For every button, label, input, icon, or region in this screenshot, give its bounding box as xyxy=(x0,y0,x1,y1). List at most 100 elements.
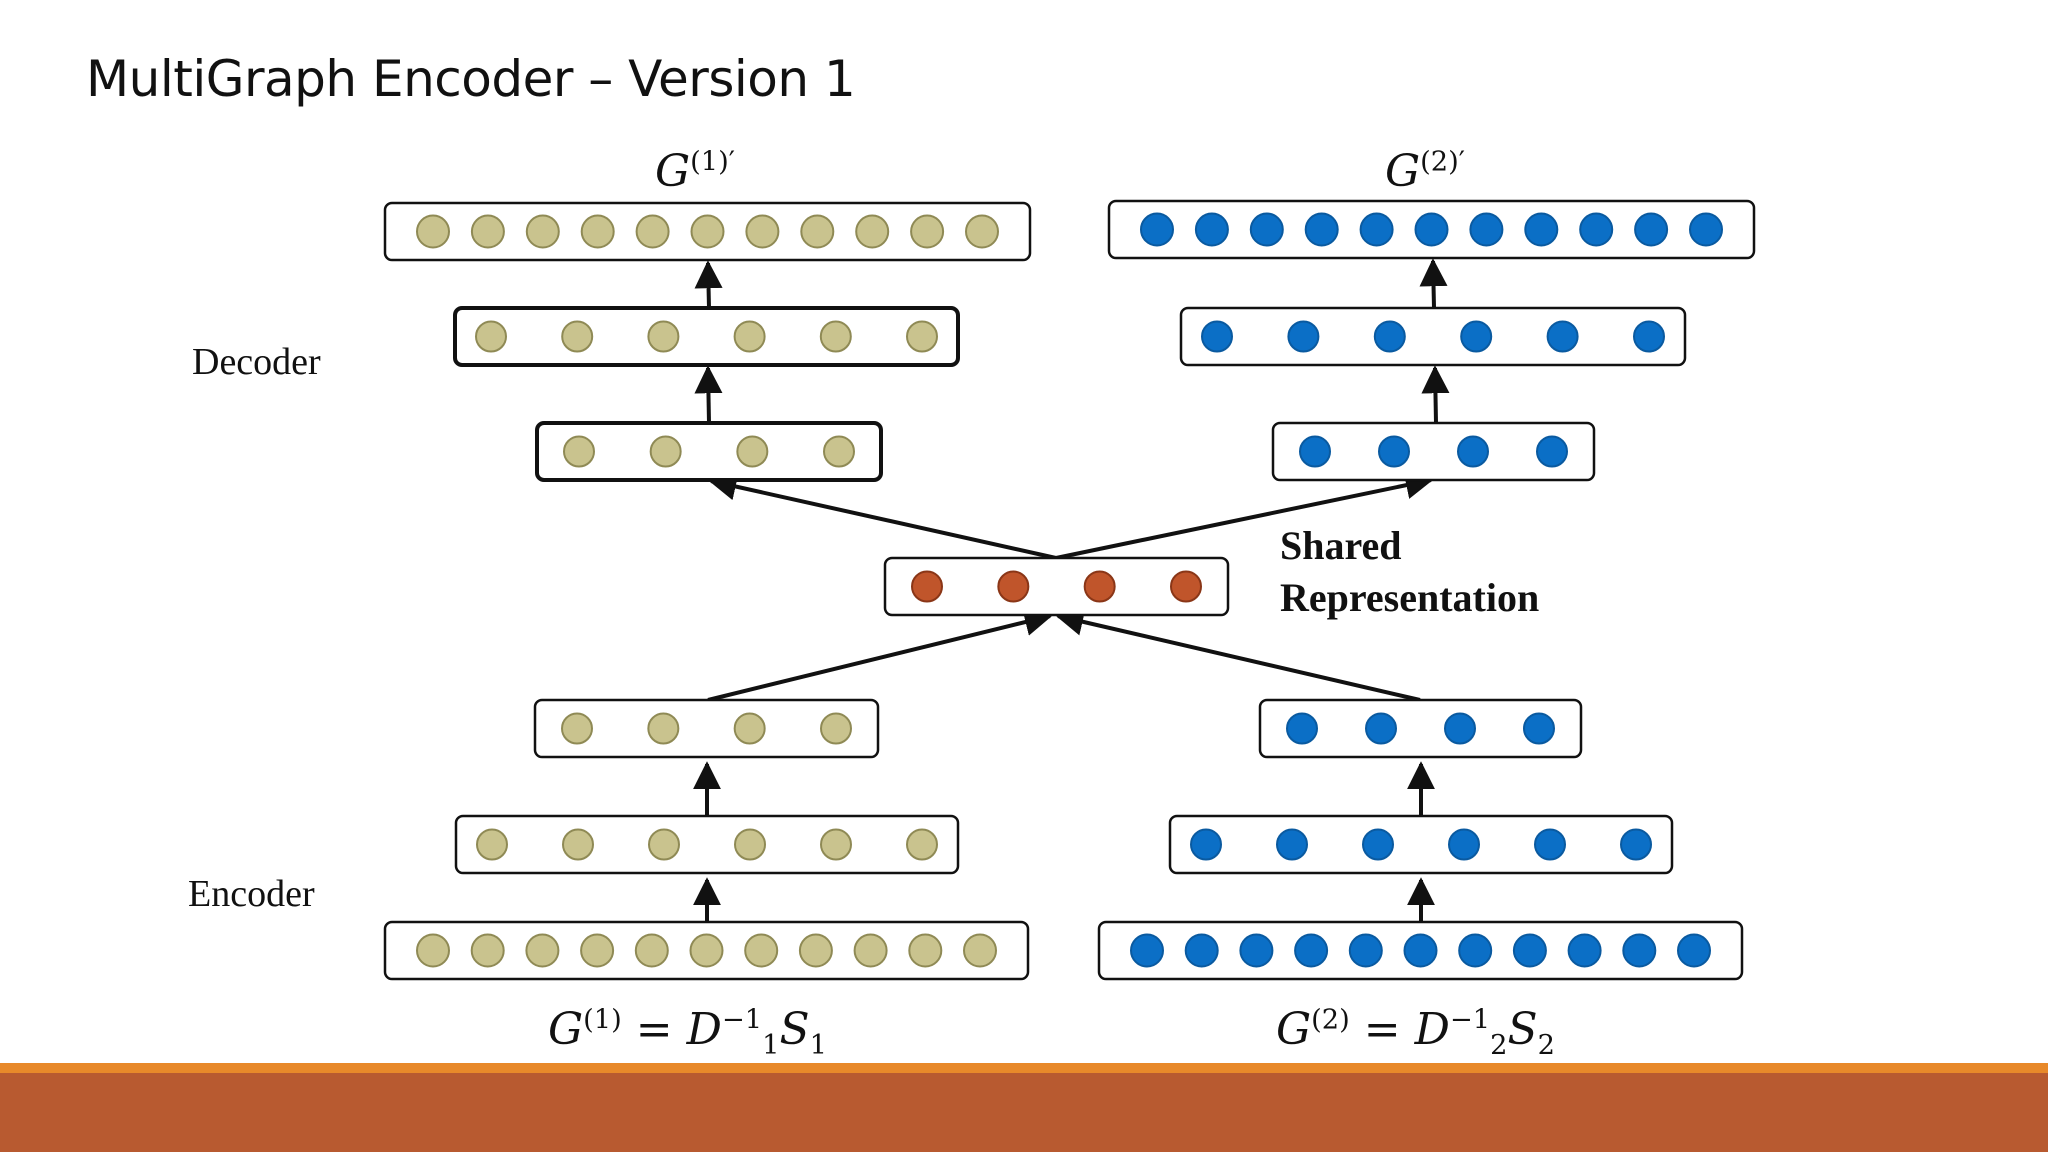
graph2-decoder-first-layer xyxy=(1271,421,1596,482)
layer-box xyxy=(1271,421,1596,482)
neuron-node xyxy=(1194,212,1229,247)
neuron-node xyxy=(800,214,835,249)
neuron-node xyxy=(733,320,766,353)
decoder-label: Decoder xyxy=(192,341,321,383)
neuron-node xyxy=(1140,212,1174,247)
neuron-node xyxy=(475,320,507,353)
neuron-node xyxy=(1378,435,1410,468)
neuron-node xyxy=(745,214,780,249)
neuron-node xyxy=(635,214,670,249)
footer-bar xyxy=(0,1073,2048,1152)
graph2-input-layer xyxy=(1097,920,1744,981)
graph1-reconstruction-layer xyxy=(383,201,1032,262)
neuron-node xyxy=(906,320,938,353)
graph1-decoder-hidden-layer xyxy=(453,306,960,367)
neuron-node xyxy=(1448,828,1480,861)
layer-box xyxy=(533,698,880,759)
neuron-node xyxy=(1689,212,1723,247)
neuron-node xyxy=(1579,212,1614,247)
arrow-graph1-decoder-to-hidden xyxy=(694,365,723,424)
neuron-node xyxy=(416,214,450,249)
neuron-node xyxy=(649,435,682,468)
neuron-node xyxy=(1249,212,1284,247)
neuron-node xyxy=(911,570,943,603)
reconstructed-graph1-label: G(1)′ xyxy=(655,146,735,197)
graph1-decoder-first-layer xyxy=(535,421,883,482)
layer-box xyxy=(1258,698,1583,759)
neuron-node xyxy=(1620,828,1652,861)
graph1-encoder-bottleneck-layer xyxy=(533,698,880,759)
neuron-node xyxy=(525,214,560,249)
layer-box xyxy=(1179,306,1687,367)
arrow-graph1-hidden-to-reconstruction xyxy=(694,260,723,309)
arrow-shared-to-graph2-decoder xyxy=(1055,471,1434,560)
neuron-node xyxy=(1239,933,1274,968)
neuron-node xyxy=(963,933,997,968)
neuron-node xyxy=(1677,933,1711,968)
neuron-node xyxy=(910,214,945,249)
neuron-node xyxy=(648,828,680,861)
layer-box xyxy=(454,814,960,875)
neuron-node xyxy=(580,933,615,968)
neuron-node xyxy=(1469,212,1504,247)
shared-representation-label-line1: Shared xyxy=(1280,523,1402,568)
neuron-node xyxy=(1444,712,1476,745)
neuron-node xyxy=(1083,570,1116,603)
neuron-node xyxy=(823,435,855,468)
neuron-node xyxy=(1567,933,1602,968)
reconstructed-graph2-label: G(2)′ xyxy=(1385,146,1465,197)
arrow-graph2-decoder-to-hidden xyxy=(1421,365,1450,424)
neuron-node xyxy=(908,933,943,968)
graph1-input-layer xyxy=(383,920,1030,981)
neuron-node xyxy=(1348,933,1383,968)
neuron-node xyxy=(647,320,680,353)
neuron-node xyxy=(1622,933,1657,968)
neuron-node xyxy=(1524,212,1559,247)
layer-box xyxy=(453,306,960,367)
neuron-node xyxy=(1458,933,1493,968)
graph2-reconstruction-layer xyxy=(1107,199,1756,260)
neuron-node xyxy=(1460,320,1493,353)
neuron-node xyxy=(634,933,669,968)
neuron-node xyxy=(1536,435,1568,468)
graph1-encoder-hidden-layer xyxy=(454,814,960,875)
neuron-node xyxy=(1201,320,1233,353)
neuron-node xyxy=(965,214,999,249)
arrow-graph1-to-shared xyxy=(707,608,1053,702)
neuron-node xyxy=(1359,212,1394,247)
neuron-node xyxy=(744,933,779,968)
neuron-node xyxy=(563,435,595,468)
neuron-node xyxy=(416,933,450,968)
neuron-node xyxy=(525,933,560,968)
neuron-node xyxy=(1534,828,1566,861)
neuron-node xyxy=(1414,212,1449,247)
neuron-node xyxy=(1457,435,1489,468)
layer-box xyxy=(535,421,883,482)
layer-box xyxy=(1168,814,1674,875)
neuron-node xyxy=(690,214,725,249)
neuron-node xyxy=(1276,828,1308,861)
neuron-node xyxy=(561,712,593,745)
graph2-encoder-hidden-layer xyxy=(1168,814,1674,875)
shared-representation-label-line2: Representation xyxy=(1280,575,1540,620)
neuron-node xyxy=(1130,933,1164,968)
neuron-node xyxy=(997,570,1030,603)
neuron-node xyxy=(1546,320,1579,353)
neuron-node xyxy=(820,828,852,861)
neuron-node xyxy=(561,320,594,353)
neuron-node xyxy=(1286,712,1318,745)
input-graph2-equation: G(2) = D−12S2 xyxy=(1276,1004,1556,1061)
neuron-node xyxy=(820,712,852,745)
neuron-node xyxy=(689,933,724,968)
neuron-node xyxy=(1634,212,1669,247)
arrow-graph2-hidden-to-reconstruction xyxy=(1419,258,1448,309)
arrow-graph2-to-shared xyxy=(1055,608,1421,702)
neuron-node xyxy=(647,712,680,745)
neuron-node xyxy=(1523,712,1555,745)
neuron-node xyxy=(1304,212,1339,247)
arrow-shared-to-graph1-decoder xyxy=(708,472,1057,560)
neuron-node xyxy=(1190,828,1222,861)
footer-accent-stripe xyxy=(0,1063,2048,1073)
neuron-node xyxy=(1403,933,1438,968)
